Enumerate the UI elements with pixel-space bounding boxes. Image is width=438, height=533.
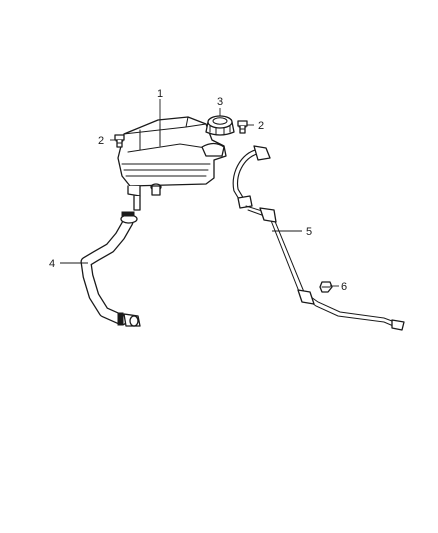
vent-tube xyxy=(232,145,405,331)
nut xyxy=(319,281,333,293)
callout-3: 3 xyxy=(217,96,223,108)
pressure-cap xyxy=(205,115,235,136)
callout-6: 6 xyxy=(341,281,347,293)
callout-1: 1 xyxy=(157,88,163,100)
callout-2-left: 2 xyxy=(98,135,104,147)
callout-5: 5 xyxy=(306,226,312,238)
bolt-right xyxy=(237,120,248,134)
bolt-left xyxy=(114,134,125,148)
coolant-hose xyxy=(80,211,141,327)
callout-2-right: 2 xyxy=(258,120,264,132)
coolant-reservoir xyxy=(117,116,227,211)
leader-lines xyxy=(60,99,339,287)
callout-4: 4 xyxy=(49,258,55,270)
